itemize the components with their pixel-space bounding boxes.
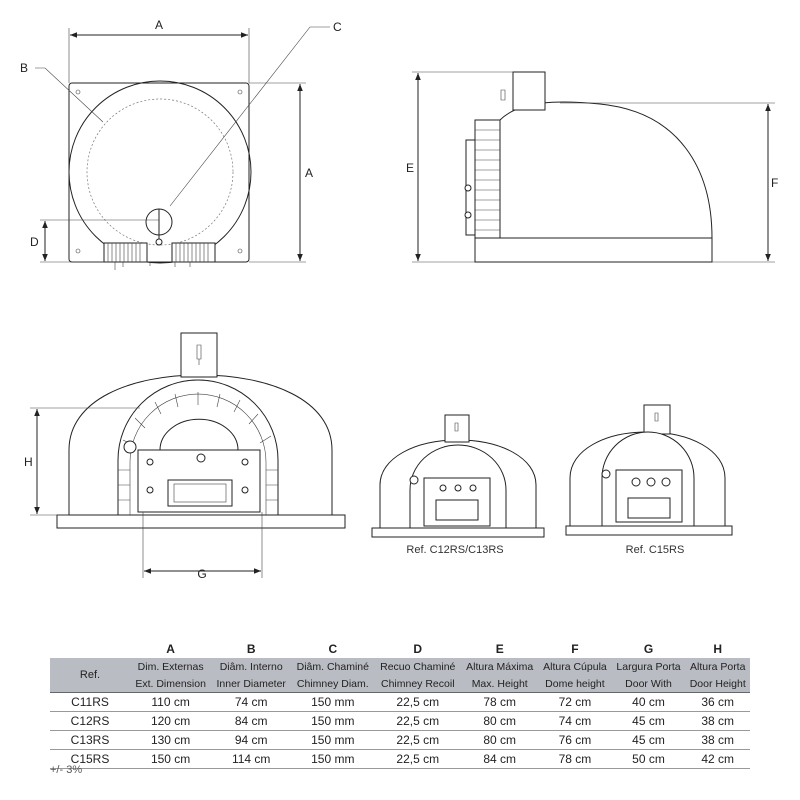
header-en: Chimney Diam. bbox=[291, 675, 375, 693]
row-value: 80 cm bbox=[461, 711, 539, 731]
letter-f: F bbox=[571, 642, 579, 656]
row-value: 120 cm bbox=[130, 711, 212, 731]
row-value: 80 cm bbox=[461, 730, 539, 750]
header-pt: Altura Máxima bbox=[461, 658, 539, 675]
row-value: 150 mm bbox=[291, 749, 375, 769]
dimension-label-d: D bbox=[30, 235, 39, 249]
letter-d: D bbox=[413, 642, 423, 656]
row-value: 74 cm bbox=[211, 692, 292, 712]
row-ref: C15RS bbox=[50, 749, 130, 769]
row-value: 72 cm bbox=[538, 692, 612, 712]
row-value: 38 cm bbox=[685, 711, 750, 731]
row-value: 150 cm bbox=[130, 749, 212, 769]
row-value: 114 cm bbox=[211, 749, 292, 769]
row-ref: C13RS bbox=[50, 730, 130, 750]
header-pt: Recuo Chaminé bbox=[374, 658, 462, 675]
row-value: 84 cm bbox=[211, 711, 292, 731]
header-en: Door Height bbox=[685, 675, 750, 693]
header-pt: Altura Cúpula bbox=[538, 658, 612, 675]
caption-c12rs-c13rs: Ref. C12RS/C13RS bbox=[406, 544, 503, 556]
row-value: 22,5 cm bbox=[374, 749, 462, 769]
dimension-label-f: F bbox=[771, 176, 778, 190]
dimension-label-g: G bbox=[197, 567, 206, 581]
oven-c12rs-c13rs-drawing bbox=[371, 414, 545, 538]
row-ref: C12RS bbox=[50, 711, 130, 731]
row-value: 50 cm bbox=[611, 749, 686, 769]
row-value: 78 cm bbox=[538, 749, 612, 769]
row-value: 74 cm bbox=[538, 711, 612, 731]
header-en: Door With bbox=[611, 675, 686, 693]
letter-c: C bbox=[328, 642, 338, 656]
letter-a: A bbox=[166, 642, 175, 656]
dimension-label-h: H bbox=[24, 455, 33, 469]
row-value: 130 cm bbox=[130, 730, 212, 750]
row-value: 42 cm bbox=[685, 749, 750, 769]
oven-c15rs-drawing bbox=[565, 404, 733, 536]
header-en: Ext. Dimension bbox=[130, 675, 212, 693]
letter-h: H bbox=[713, 642, 723, 656]
row-value: 110 cm bbox=[130, 692, 212, 712]
row-value: 84 cm bbox=[461, 749, 539, 769]
tolerance-note: +/- 3% bbox=[50, 764, 83, 776]
header-en: Chimney Recoil bbox=[374, 675, 462, 693]
header-pt: Diâm. Interno bbox=[211, 658, 292, 675]
dimension-label-a: A bbox=[155, 18, 163, 32]
row-value: 22,5 cm bbox=[374, 711, 462, 731]
header-en: Inner Diameter bbox=[211, 675, 292, 693]
letter-g: G bbox=[643, 642, 654, 656]
dimension-label-a-side: A bbox=[305, 166, 313, 180]
header-pt: Dim. Externas bbox=[130, 658, 212, 675]
top-view-drawing: A A B C D bbox=[20, 18, 342, 270]
table-header-pt: Ref. Dim. Externas Diâm. Interno Diâm. C… bbox=[50, 658, 750, 693]
row-value: 94 cm bbox=[211, 730, 292, 750]
row-value: 78 cm bbox=[461, 692, 539, 712]
row-value: 38 cm bbox=[685, 730, 750, 750]
row-value: 22,5 cm bbox=[374, 730, 462, 750]
letter-blank bbox=[50, 640, 130, 658]
row-value: 40 cm bbox=[611, 692, 686, 712]
row-value: 150 mm bbox=[291, 730, 375, 750]
header-pt: Diâm. Chaminé bbox=[291, 658, 375, 675]
header-en: Max. Height bbox=[461, 675, 539, 693]
row-value: 45 cm bbox=[611, 730, 686, 750]
table-header-en: Ext. Dimension Inner Diameter Chimney Di… bbox=[50, 675, 750, 693]
front-view-drawing: H G bbox=[24, 332, 346, 581]
letter-b: B bbox=[246, 642, 256, 656]
dimensions-table: A B C D E F G H Ref. Dim. Externas Diâm.… bbox=[50, 640, 750, 769]
letter-e: E bbox=[495, 642, 504, 656]
table-letter-row: A B C D E F G H bbox=[50, 640, 750, 658]
row-value: 150 mm bbox=[291, 692, 375, 712]
header-ref: Ref. bbox=[50, 658, 130, 693]
side-view-drawing: E F bbox=[406, 71, 778, 263]
header-en: Dome height bbox=[538, 675, 612, 693]
row-value: 76 cm bbox=[538, 730, 612, 750]
caption-c15rs: Ref. C15RS bbox=[626, 544, 685, 556]
row-value: 150 mm bbox=[291, 711, 375, 731]
row-value: 45 cm bbox=[611, 711, 686, 731]
dimension-label-c: C bbox=[333, 20, 342, 34]
row-value: 22,5 cm bbox=[374, 692, 462, 712]
row-ref: C11RS bbox=[50, 692, 130, 712]
header-pt: Altura Porta bbox=[685, 658, 750, 675]
dimension-label-b: B bbox=[20, 61, 28, 75]
dimension-label-e: E bbox=[406, 161, 414, 175]
header-pt: Largura Porta bbox=[611, 658, 686, 675]
technical-drawings: A A B C D E F bbox=[20, 18, 778, 581]
row-value: 36 cm bbox=[685, 692, 750, 712]
